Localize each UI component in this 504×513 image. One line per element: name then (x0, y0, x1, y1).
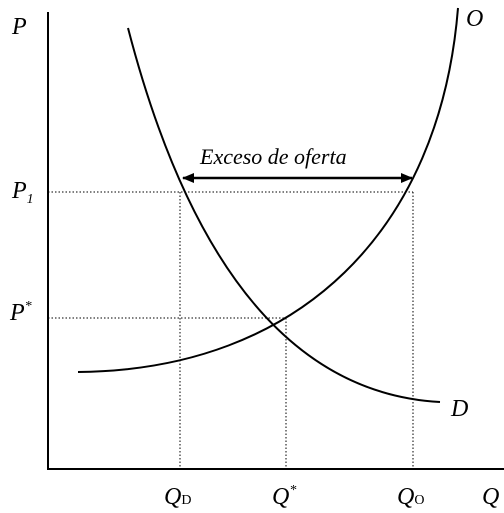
y-axis-label: P (11, 14, 27, 40)
excess-supply-label: Exceso de oferta (199, 144, 347, 169)
qo-label: QO (397, 484, 424, 510)
supply-curve-label: O (466, 6, 483, 32)
supply-curve (77, 7, 459, 373)
demand-curve-label: D (450, 396, 468, 422)
qstar-label: Q* (272, 483, 296, 510)
pstar-label: P* (9, 299, 32, 326)
qd-label: QD (164, 484, 191, 510)
demand-curve (127, 27, 441, 403)
x-axis-label: Q (482, 484, 499, 510)
p1-label: P1 (11, 178, 34, 207)
